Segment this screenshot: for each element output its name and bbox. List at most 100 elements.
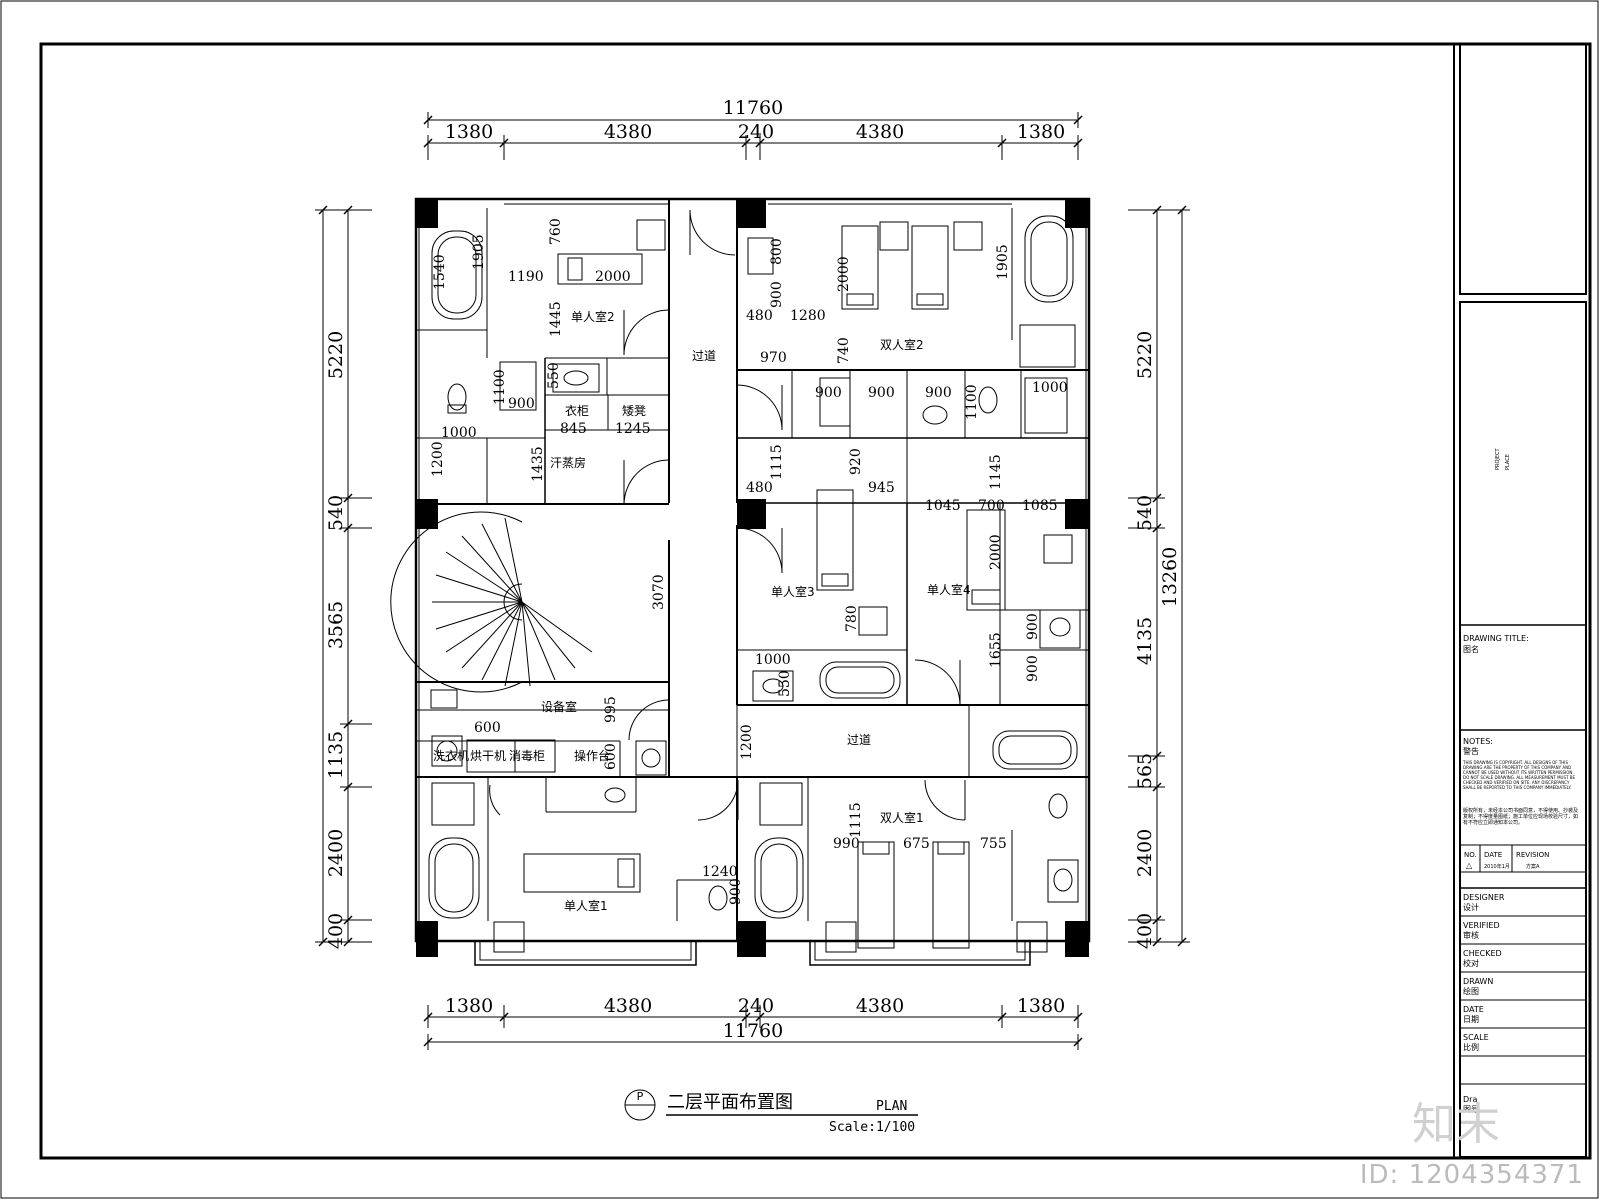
svg-text:1135: 1135: [325, 731, 347, 779]
rev-revision-header: REVISION: [1516, 851, 1550, 859]
label-washer: 洗衣机: [433, 748, 469, 763]
brand-watermark: 知末: [1412, 1099, 1500, 1150]
svg-text:1435: 1435: [530, 446, 546, 482]
scale-cn: 比例: [1463, 1043, 1479, 1052]
svg-text:1145: 1145: [988, 454, 1004, 490]
notes-cn-label: 警告: [1463, 747, 1479, 756]
room-labels: 单人室2 双人室2 过道 衣柜 矮凳 汗蒸房 单人室3 单人室4 设备室 洗衣机…: [433, 309, 971, 913]
svg-text:1200: 1200: [430, 441, 446, 477]
svg-text:3070: 3070: [651, 574, 667, 610]
svg-text:2400: 2400: [325, 829, 347, 877]
svg-text:900: 900: [925, 385, 952, 401]
rev-date-value: 2010年1月: [1484, 864, 1510, 870]
svg-text:755: 755: [980, 836, 1007, 852]
svg-text:1380: 1380: [445, 121, 493, 143]
svg-text:1100: 1100: [492, 369, 508, 405]
drawing-title-en: PLAN: [876, 1099, 907, 1114]
drawing-scale: Scale:1/100: [829, 1120, 915, 1135]
svg-text:760: 760: [548, 218, 564, 245]
svg-text:1905: 1905: [471, 234, 487, 270]
svg-text:1380: 1380: [1017, 995, 1065, 1017]
svg-text:480: 480: [746, 308, 773, 324]
label-sterilizer: 消毒柜: [509, 749, 545, 763]
structural-columns: [416, 199, 1089, 957]
svg-text:675: 675: [903, 836, 930, 852]
svg-text:990: 990: [833, 836, 860, 852]
room-double2: 双人室2: [880, 337, 924, 352]
drawing-title-cn-label: 图名: [1463, 645, 1479, 654]
svg-text:1380: 1380: [445, 995, 493, 1017]
svg-text:1280: 1280: [790, 308, 826, 324]
svg-text:995: 995: [603, 696, 619, 723]
svg-text:13260: 13260: [1159, 547, 1181, 607]
svg-text:1240: 1240: [702, 864, 738, 880]
room-corridor-mid: 过道: [847, 733, 871, 747]
drawing-title-cn: 二层平面布置图: [667, 1092, 793, 1113]
drawing-no-cn: 图号: [1463, 1105, 1479, 1114]
rev-no-header: NO.: [1464, 851, 1477, 859]
drawing-title-en-label: DRAWING TITLE:: [1463, 634, 1529, 643]
svg-text:550: 550: [777, 670, 793, 697]
svg-text:3565: 3565: [325, 601, 347, 649]
svg-text:900: 900: [769, 281, 785, 308]
notes-body-en: THIS DRAWING IS COPYRIGHT. ALL DESIGNS O…: [1463, 760, 1575, 790]
doors: [489, 209, 966, 821]
place-label: PLACE: [1505, 454, 1511, 470]
svg-text:845: 845: [560, 421, 587, 437]
svg-text:1200: 1200: [739, 724, 755, 760]
drawn-cn: 绘图: [1463, 987, 1479, 996]
svg-text:900: 900: [1025, 613, 1041, 640]
date-cn: 日期: [1463, 1015, 1479, 1024]
svg-text:780: 780: [844, 605, 860, 632]
drawing-no-en: Dra: [1463, 1095, 1478, 1104]
room-equipment: 设备室: [541, 699, 577, 714]
drawing-title: P 二层平面布置图 PLAN Scale:1/100: [624, 1089, 918, 1135]
svg-text:2400: 2400: [1134, 829, 1156, 877]
svg-text:240: 240: [738, 995, 774, 1017]
svg-text:4135: 4135: [1134, 617, 1156, 665]
svg-text:5220: 5220: [325, 331, 347, 379]
dimension-labels: 11760 1380 4380 240 4380 1380 1380 4380 …: [325, 97, 1181, 1042]
room-sauna: 汗蒸房: [550, 455, 586, 470]
room-single2: 单人室2: [571, 309, 615, 324]
designer-en: DESIGNER: [1463, 893, 1505, 902]
svg-text:400: 400: [325, 913, 347, 949]
notes-body-cn: 版权所有，未经本公司书面同意，不得使用、抄袭及复制；不得度量图纸；施工单位应现场…: [1463, 808, 1579, 826]
inner-dimension-labels: 760 1905 1540 1190 2000 1445 550 1100 90…: [430, 218, 1068, 905]
sheet-border: [39, 42, 1592, 1160]
svg-text:970: 970: [760, 350, 787, 366]
title-block: [1453, 43, 1587, 1158]
room-corridor-top: 过道: [692, 349, 716, 363]
svg-text:1380: 1380: [1017, 121, 1065, 143]
svg-text:565: 565: [1134, 753, 1156, 789]
checked-en: CHECKED: [1463, 949, 1502, 958]
svg-text:400: 400: [1134, 913, 1156, 949]
svg-text:1655: 1655: [988, 632, 1004, 668]
svg-text:1115: 1115: [848, 802, 864, 838]
dim-total-top: 11760: [723, 97, 783, 119]
spiral-staircase: [390, 511, 593, 693]
verified-cn: 审核: [1463, 931, 1479, 940]
scale-en: SCALE: [1463, 1033, 1489, 1042]
svg-text:1000: 1000: [1032, 380, 1068, 396]
svg-text:4380: 4380: [604, 995, 652, 1017]
project-label: PROJECT: [1495, 448, 1501, 470]
svg-text:1085: 1085: [1022, 498, 1058, 514]
svg-text:1445: 1445: [548, 301, 564, 337]
svg-text:480: 480: [746, 480, 773, 496]
id-watermark: ID: 1204354371: [1359, 1160, 1584, 1190]
title-marker: P: [637, 1090, 644, 1103]
svg-text:4380: 4380: [856, 121, 904, 143]
room-single4: 单人室4: [927, 582, 971, 597]
svg-text:1045: 1045: [925, 498, 961, 514]
label-stool: 矮凳: [622, 403, 646, 418]
rev-date-header: DATE: [1484, 851, 1503, 859]
dimension-lines: [315, 112, 1190, 1050]
label-counter: 操作台: [574, 748, 610, 763]
room-single1: 单人室1: [564, 898, 608, 913]
checked-cn: 校对: [1463, 959, 1479, 968]
svg-text:5220: 5220: [1134, 331, 1156, 379]
svg-text:4380: 4380: [856, 995, 904, 1017]
date-en: DATE: [1463, 1005, 1484, 1014]
